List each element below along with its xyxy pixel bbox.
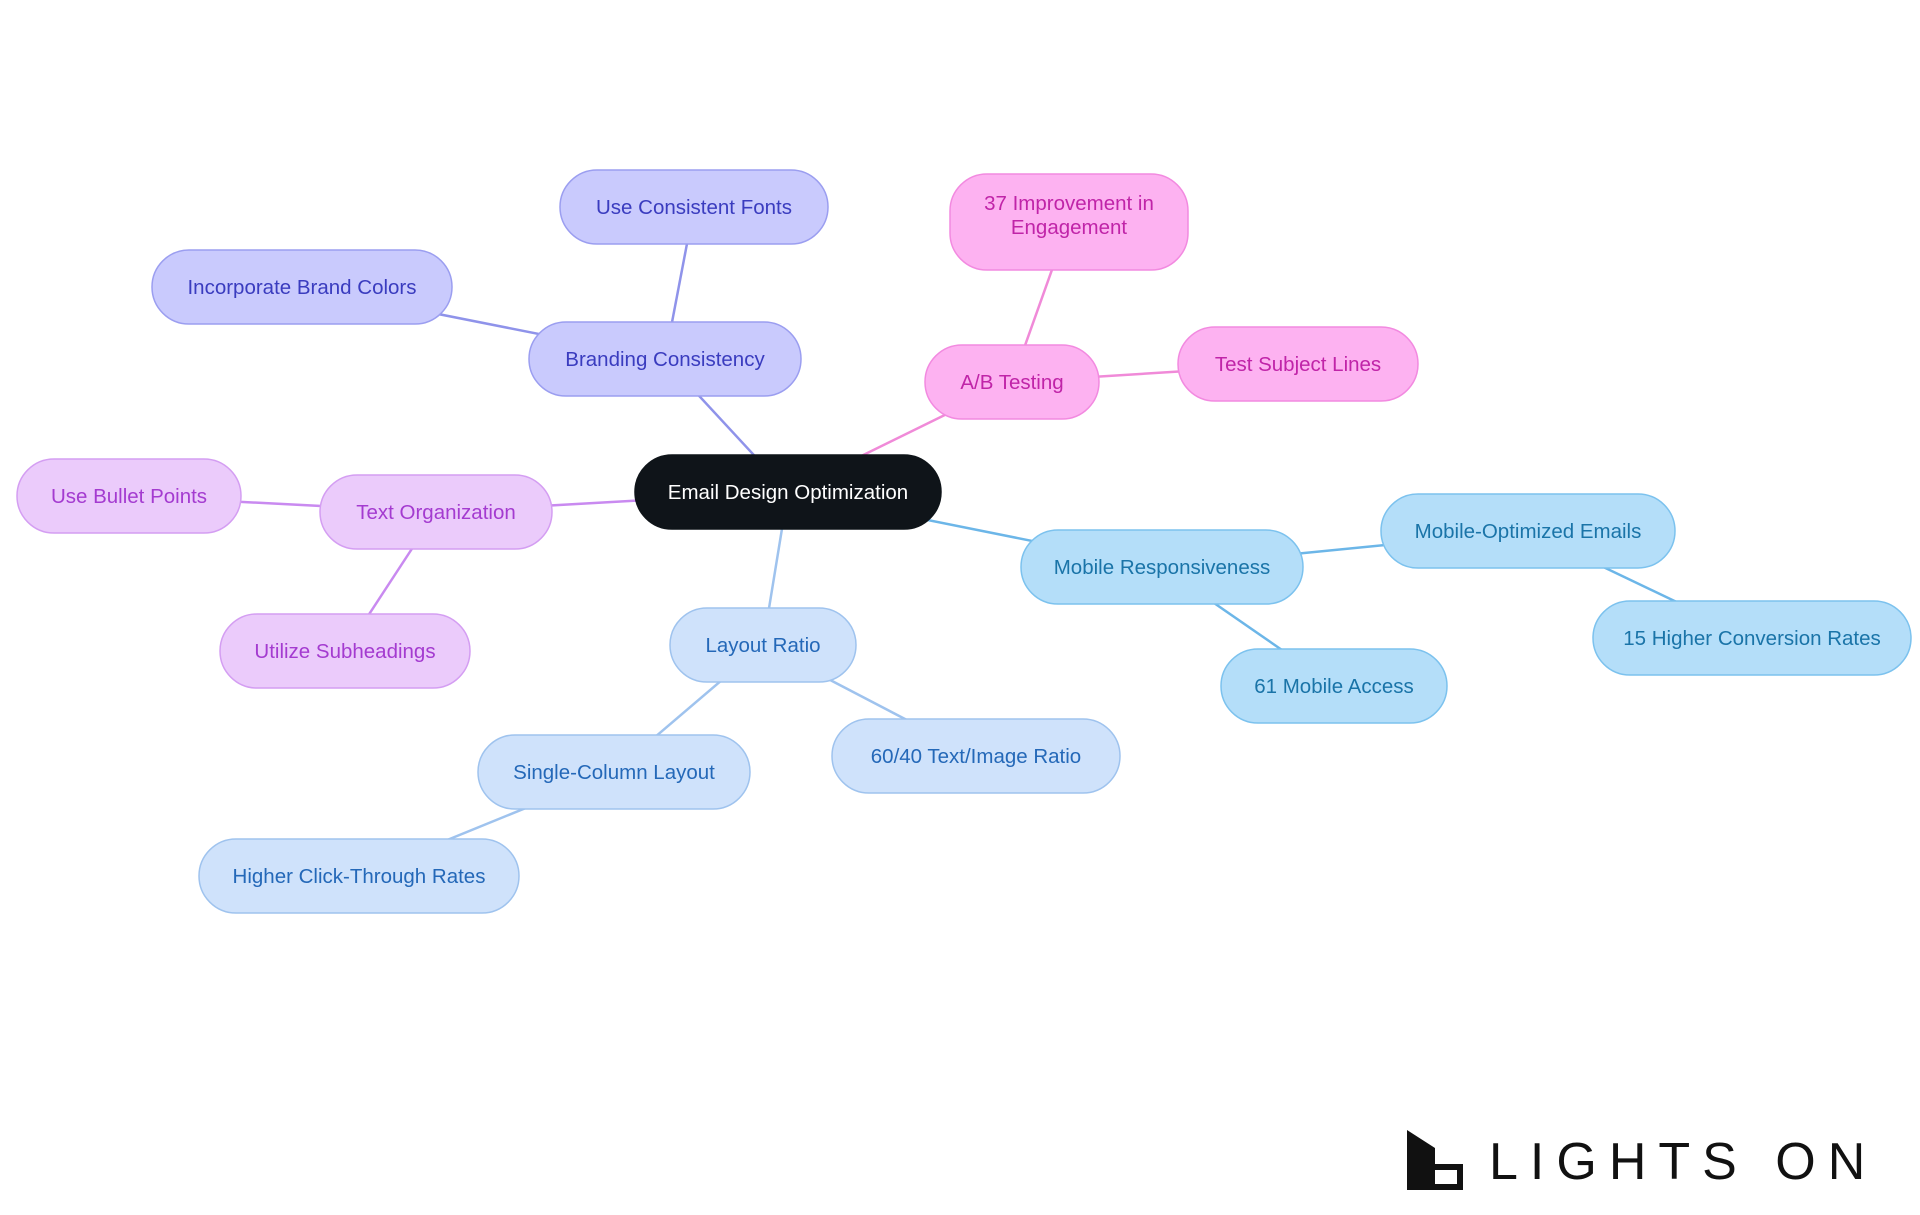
node-mobile[interactable]: Mobile Responsiveness bbox=[1020, 529, 1304, 605]
node-box bbox=[477, 734, 751, 810]
node-box bbox=[559, 169, 829, 245]
logo-wordmark: LIGHTS ON bbox=[1489, 1133, 1878, 1191]
node-label: Mobile-Optimized Emails bbox=[1415, 520, 1642, 543]
node-box bbox=[924, 344, 1100, 420]
node-access[interactable]: 61 Mobile Access bbox=[1220, 648, 1448, 724]
node-box bbox=[1177, 326, 1419, 402]
node-branding[interactable]: Branding Consistency bbox=[528, 321, 802, 397]
node-label: Email Design Optimization bbox=[668, 481, 908, 504]
node-box bbox=[949, 173, 1189, 271]
node-conversion[interactable]: 15 Higher Conversion Rates bbox=[1592, 600, 1912, 676]
node-moptimized[interactable]: Mobile-Optimized Emails bbox=[1380, 493, 1676, 569]
node-label: Higher Click-Through Rates bbox=[233, 865, 486, 888]
node-box bbox=[634, 454, 942, 530]
node-box bbox=[1380, 493, 1676, 569]
lights-on-logo-icon bbox=[1407, 1130, 1463, 1190]
node-layout[interactable]: Layout Ratio bbox=[669, 607, 857, 683]
node-box bbox=[219, 613, 471, 689]
node-label: Use Consistent Fonts bbox=[596, 196, 792, 219]
node-root[interactable]: Email Design Optimization bbox=[634, 454, 942, 530]
node-ab[interactable]: A/B Testing bbox=[924, 344, 1100, 420]
node-box bbox=[1592, 600, 1912, 676]
node-label: Utilize Subheadings bbox=[254, 640, 435, 663]
node-label: Single-Column Layout bbox=[513, 761, 715, 784]
node-label: Layout Ratio bbox=[705, 634, 820, 657]
node-label: Use Bullet Points bbox=[51, 485, 207, 508]
node-text[interactable]: Text Organization bbox=[319, 474, 553, 550]
node-single[interactable]: Single-Column Layout bbox=[477, 734, 751, 810]
node-box bbox=[831, 718, 1121, 794]
node-label-line: Engagement bbox=[1011, 216, 1128, 239]
node-label: 61 Mobile Access bbox=[1254, 675, 1414, 698]
node-fonts[interactable]: Use Consistent Fonts bbox=[559, 169, 829, 245]
node-box bbox=[319, 474, 553, 550]
node-label: Branding Consistency bbox=[565, 348, 765, 371]
node-label: Text Organization bbox=[356, 501, 516, 524]
lights-on-logo: LIGHTS ON bbox=[1403, 1128, 1865, 1194]
node-box bbox=[1220, 648, 1448, 724]
node-label: Incorporate Brand Colors bbox=[187, 276, 416, 299]
node-colors[interactable]: Incorporate Brand Colors bbox=[151, 249, 453, 325]
node-ratio[interactable]: 60/40 Text/Image Ratio bbox=[831, 718, 1121, 794]
nodes: Email Design Optimization Branding Consis… bbox=[16, 169, 1912, 914]
node-subheadings[interactable]: Utilize Subheadings bbox=[219, 613, 471, 689]
node-ctr[interactable]: Higher Click-Through Rates bbox=[198, 838, 520, 914]
node-box bbox=[528, 321, 802, 397]
node-box bbox=[669, 607, 857, 683]
node-subject[interactable]: Test Subject Lines bbox=[1177, 326, 1419, 402]
node-box bbox=[151, 249, 453, 325]
node-label-line: 37 Improvement in bbox=[984, 192, 1154, 215]
node-box bbox=[16, 458, 242, 534]
node-box bbox=[198, 838, 520, 914]
node-label: 60/40 Text/Image Ratio bbox=[871, 745, 1081, 768]
node-box bbox=[1020, 529, 1304, 605]
node-label: Test Subject Lines bbox=[1215, 353, 1381, 376]
node-label: Mobile Responsiveness bbox=[1054, 556, 1271, 579]
node-bullets[interactable]: Use Bullet Points bbox=[16, 458, 242, 534]
node-label: A/B Testing bbox=[960, 371, 1063, 394]
node-label: 15 Higher Conversion Rates bbox=[1623, 627, 1881, 650]
